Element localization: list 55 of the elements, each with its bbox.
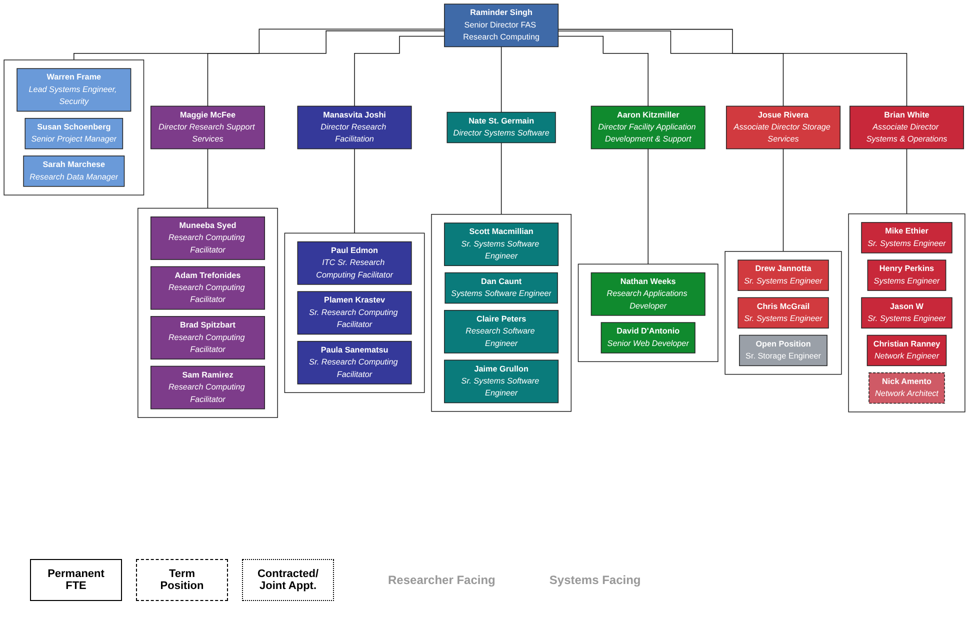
node-box: Nate St. Germain Director Systems Software	[446, 112, 556, 144]
node-box: Paula Sanematsu Sr. Research Computing Facilitator	[297, 340, 412, 384]
node-box: Henry Perkins Systems Engineer	[867, 260, 946, 291]
connector	[500, 142, 502, 215]
cluster	[848, 213, 966, 412]
legend-entry: Contracted/ Joint Appt.	[242, 559, 334, 601]
node-box: Chris McGrail Sr. Systems Engineer	[738, 297, 829, 328]
node-box: Josue Rivera Associate Director Storage Services	[726, 106, 841, 150]
node-box: Open Position Sr. Storage Engineer	[739, 334, 828, 366]
node-box: Adam Trefonides Research Computing Facilitator	[150, 266, 265, 310]
node-box: Nick Amento Network Architect	[868, 372, 945, 404]
group-caption: Researcher Facing	[388, 573, 496, 587]
node-box: Scott Macmillian Sr. Systems Software Engineer	[444, 222, 559, 266]
node-box: Manasvita Joshi Director Research Facilitation	[297, 106, 412, 150]
cluster	[4, 60, 144, 196]
node-box: Muneeba Syed Research Computing Facilitator	[150, 216, 265, 260]
cluster	[578, 264, 718, 362]
connector	[558, 28, 908, 107]
cluster	[724, 251, 842, 375]
legend-entry: Term Position	[136, 559, 228, 601]
node-box: Drew Jannotta Sr. Systems Engineer	[738, 260, 829, 291]
cluster	[284, 232, 425, 393]
connector	[782, 148, 784, 252]
node-box: Raminder Singh Senior Director FAS Research Computing	[444, 4, 559, 48]
node-box: Maggie McFee Director Research Support Services	[150, 106, 265, 150]
connector	[74, 28, 445, 60]
node-box: Christian Ranney Network Engineer	[866, 334, 947, 366]
connector	[906, 148, 908, 214]
node-box: Brad Spitzbart Research Computing Facilitator	[150, 316, 265, 360]
connector	[558, 36, 648, 107]
node-box: Jason W Sr. Systems Engineer	[861, 297, 952, 328]
group-caption: Systems Facing	[549, 573, 641, 587]
node-box: Brian White Associate Director Systems & Operations	[849, 106, 964, 150]
node-box: Nathan Weeks Research Applications Developer	[590, 272, 706, 316]
connector	[207, 148, 208, 209]
node-box: Jaime Grullon Sr. Systems Software Engineer	[444, 360, 559, 404]
node-box: Claire Peters Research Software Engineer	[444, 310, 559, 354]
node-box: Warren Frame Lead Systems Engineer, Security	[16, 68, 132, 112]
node-box: Dan Caunt Systems Software Engineer	[444, 272, 558, 304]
node-box: Susan Schoenberg Senior Project Manager	[24, 118, 124, 150]
cluster	[138, 208, 278, 418]
legend-entry: Permanent FTE	[30, 559, 122, 601]
connector	[354, 148, 355, 234]
node-box: David D'Antonio Senior Web Developer	[600, 322, 696, 354]
connector	[354, 36, 445, 107]
node-box: Plamen Krastev Sr. Research Computing Facilitator	[297, 291, 412, 335]
connector	[558, 30, 784, 107]
connector	[207, 30, 445, 107]
node-box: Paul Edmon ITC Sr. Research Computing Facilitator	[297, 241, 412, 285]
cluster	[431, 214, 572, 412]
node-box: Mike Ethier Sr. Systems Engineer	[861, 222, 952, 254]
node-box: Aaron Kitzmiller Director Facility Application Development & Support	[590, 106, 706, 150]
node-box: Sarah Marchese Research Data Manager	[23, 156, 125, 187]
node-box: Sam Ramirez Research Computing Facilitator	[150, 366, 265, 410]
connector	[500, 46, 502, 113]
